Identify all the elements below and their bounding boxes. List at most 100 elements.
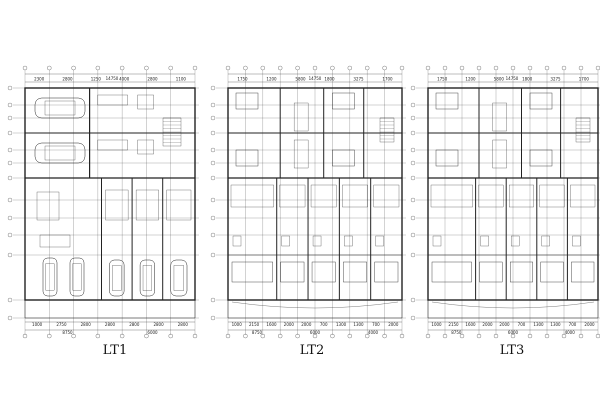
car-roof-line: [173, 265, 184, 291]
bottom-total-dimension: 8750: [451, 330, 462, 335]
grid-bubble: [210, 85, 216, 91]
bottom-dimension: 2150: [249, 322, 260, 327]
plan-label: LT3: [500, 343, 525, 358]
grid-bubble: [243, 333, 248, 339]
grid-bubble: [295, 65, 300, 71]
room: [279, 184, 306, 208]
grid-bubble: [144, 65, 149, 71]
car-roof-line: [44, 145, 76, 161]
grid-bubble: [410, 102, 416, 108]
bed-icon: [343, 261, 367, 283]
grid-bubble: [425, 333, 431, 339]
car-icon: [42, 257, 58, 297]
toilet-icon: [281, 235, 290, 247]
toilet-icon: [511, 235, 520, 247]
wardrobe-icon: [492, 102, 507, 132]
grid-bubble: [442, 333, 448, 339]
grid-bubble: [347, 65, 352, 71]
car-roof-line: [142, 265, 152, 291]
grid-bubble: [493, 333, 499, 339]
room: [570, 184, 596, 208]
bottom-total-dimension: 6000: [147, 330, 158, 335]
bottom-dimension: 1000: [431, 322, 442, 327]
stair-icon: [105, 189, 129, 221]
grid-bubble: [399, 65, 405, 71]
bottom-dimension: 2800: [129, 322, 140, 327]
toilet-icon: [312, 235, 322, 247]
bottom-dimension: 2800: [153, 322, 164, 327]
wardrobe-icon: [293, 102, 309, 132]
bed-icon: [332, 92, 355, 110]
car-icon: [139, 259, 155, 297]
car-icon: [109, 259, 125, 297]
toilet-icon: [232, 235, 242, 247]
stair-icon: [166, 189, 192, 221]
grid-bubble: [7, 175, 13, 181]
grid-bubble: [425, 65, 431, 71]
bottom-dimension: 1300: [550, 322, 561, 327]
bottom-dimension: 2000: [284, 322, 295, 327]
bed-icon: [231, 261, 273, 283]
bottom-dimension: 1300: [353, 322, 364, 327]
grid-bubble: [7, 130, 13, 136]
grid-bubble: [410, 315, 416, 321]
bottom-dimension: 2000: [388, 322, 399, 327]
top-dimension: 1700: [382, 77, 393, 82]
bottom-dimension: 1300: [336, 322, 347, 327]
top-dimension: 1750: [237, 77, 248, 82]
grid-bubble: [459, 65, 465, 71]
grid-bubble: [510, 65, 516, 71]
grid-bubble: [210, 297, 216, 303]
grid-bubble: [7, 115, 13, 121]
grid-bubble: [410, 147, 416, 153]
grid-bubble: [210, 197, 216, 203]
grid-bubble: [561, 333, 567, 339]
grid-bubble: [493, 65, 499, 71]
room: [509, 184, 534, 208]
top-dimension: 3275: [353, 77, 364, 82]
grid-bubble: [278, 65, 283, 71]
grid-bubble: [7, 197, 13, 203]
bottom-dimension: 1300: [533, 322, 544, 327]
bed-icon: [571, 261, 595, 283]
top-dimension: 4000: [119, 77, 130, 82]
stair-icon: [135, 189, 159, 221]
toilet-icon: [375, 235, 384, 247]
grid-bubble: [119, 333, 125, 339]
grid-bubble: [225, 65, 231, 71]
grid-bubble: [544, 333, 550, 339]
bottom-dimension: 2800: [105, 322, 116, 327]
room: [430, 184, 473, 208]
bottom-dimension: 700: [569, 322, 577, 327]
bed-icon: [280, 261, 305, 283]
grid-bubble: [47, 65, 52, 71]
plan-label: LT1: [103, 343, 128, 358]
grid-bubble: [210, 102, 216, 108]
grid-bubble: [95, 65, 101, 71]
grid-bubble: [365, 65, 370, 71]
wardrobe-icon: [293, 139, 309, 169]
car-roof-line: [112, 265, 122, 291]
top-dimension: 3275: [550, 77, 561, 82]
grid-bubble: [312, 65, 318, 71]
bottom-dimension: 2150: [448, 322, 459, 327]
top-total-dimension: 14750: [106, 76, 119, 81]
bottom-total-dimension: 6000: [310, 330, 321, 335]
top-total-dimension: 14750: [309, 76, 322, 81]
grid-bubble: [7, 85, 13, 91]
bottom-total-dimension: 8750: [62, 330, 73, 335]
top-dimension: 2300: [34, 77, 45, 82]
bed-icon: [311, 261, 336, 283]
car-roof-line: [72, 263, 82, 291]
grid-bubble: [210, 252, 216, 258]
bed-icon: [332, 149, 355, 167]
grid-bubble: [410, 297, 416, 303]
grid-bubble: [382, 65, 387, 71]
dining-table-icon: [137, 139, 154, 155]
grid-bubble: [47, 333, 52, 339]
plan-label: LT2: [300, 343, 325, 358]
bed-icon: [540, 261, 564, 283]
top-dimension: 1800: [522, 77, 533, 82]
